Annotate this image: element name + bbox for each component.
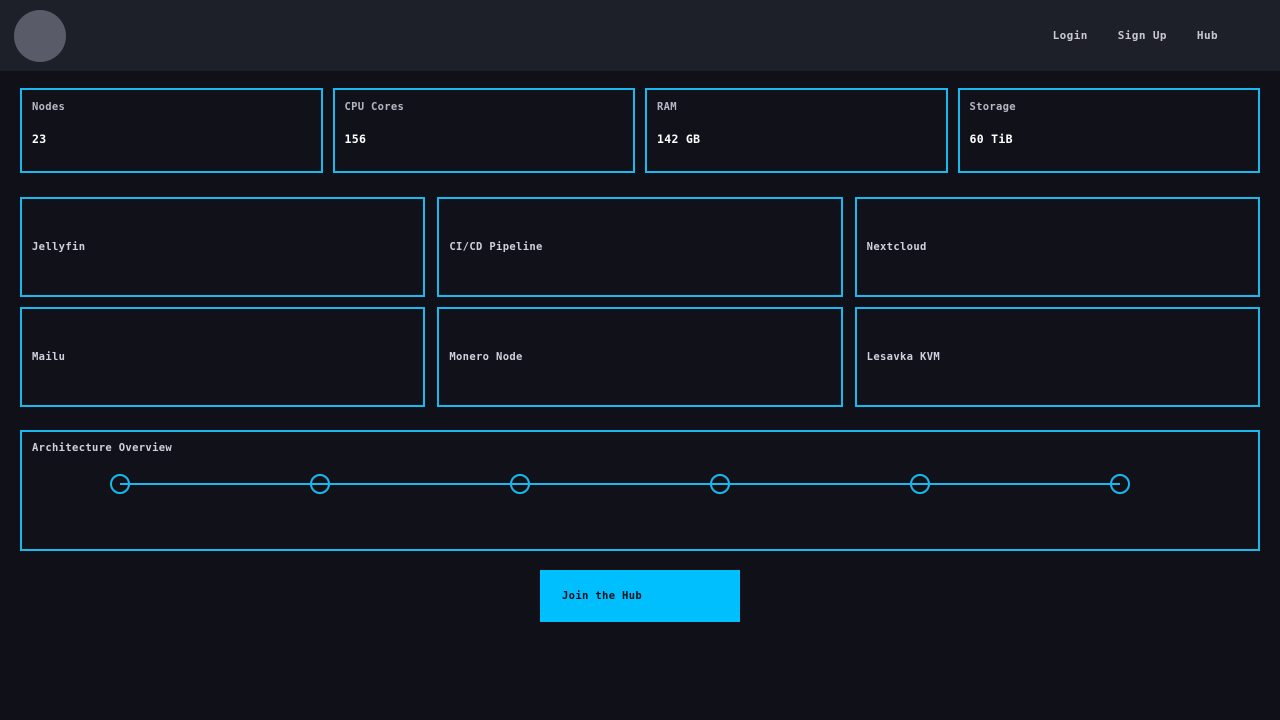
stat-value: 60 TiB (969, 132, 1013, 146)
service-name: CI/CD Pipeline (449, 241, 543, 253)
architecture-node-6[interactable] (1110, 474, 1130, 494)
stat-card-ram: RAM 142 GB (645, 88, 948, 173)
join-the-hub-label: Join the Hub (562, 590, 643, 602)
service-card-jellyfin[interactable]: Jellyfin (20, 197, 426, 297)
services-grid: Jellyfin CI/CD Pipeline Nextcloud Mailu … (20, 197, 1260, 407)
stat-label: CPU Cores (344, 101, 405, 113)
service-card-lesavka-kvm[interactable]: Lesavka KVM (854, 307, 1260, 407)
architecture-overview-panel: Architecture Overview (20, 430, 1260, 551)
service-card-ci-cd-pipeline[interactable]: CI/CD Pipeline (437, 197, 843, 297)
architecture-node-2[interactable] (310, 474, 330, 494)
user-avatar-icon[interactable] (14, 9, 66, 62)
service-name: Nextcloud (866, 241, 927, 253)
cta-row: Join the Hub (20, 570, 1260, 622)
nav-link-login[interactable]: Login (1052, 29, 1088, 42)
nav-link-hub[interactable]: Hub (1196, 29, 1218, 42)
stat-card-nodes: Nodes 23 (20, 88, 323, 173)
stats-row: Nodes 23 CPU Cores 156 RAM 142 GB Storag… (20, 88, 1260, 173)
stat-value: 156 (344, 132, 367, 146)
architecture-node-4[interactable] (710, 474, 730, 494)
service-name: Monero Node (449, 351, 523, 363)
service-card-mailu[interactable]: Mailu (20, 307, 426, 407)
architecture-node-3[interactable] (510, 474, 530, 494)
stat-value: 23 (32, 132, 47, 146)
primary-nav: Login Sign Up Hub (1053, 29, 1266, 42)
architecture-title: Architecture Overview (32, 442, 173, 454)
stat-card-storage: Storage 60 TiB (957, 88, 1260, 173)
stat-label: Storage (969, 101, 1016, 113)
service-name: Lesavka KVM (866, 351, 941, 363)
stat-label: RAM (657, 101, 677, 113)
stat-card-cpu-cores: CPU Cores 156 (332, 88, 635, 173)
service-name: Jellyfin (32, 241, 86, 253)
page-content: Nodes 23 CPU Cores 156 RAM 142 GB Storag… (0, 71, 1280, 622)
architecture-node-5[interactable] (910, 474, 930, 494)
service-name: Mailu (32, 351, 66, 363)
architecture-node-1[interactable] (110, 474, 130, 494)
stat-value: 142 GB (657, 132, 701, 146)
service-card-nextcloud[interactable]: Nextcloud (854, 197, 1260, 297)
stat-label: Nodes (32, 101, 66, 113)
top-header: Login Sign Up Hub (0, 0, 1280, 71)
architecture-node-diagram (110, 474, 1130, 494)
service-card-monero-node[interactable]: Monero Node (437, 307, 843, 407)
join-the-hub-button[interactable]: Join the Hub (540, 570, 740, 622)
nav-link-sign-up[interactable]: Sign Up (1117, 29, 1167, 42)
